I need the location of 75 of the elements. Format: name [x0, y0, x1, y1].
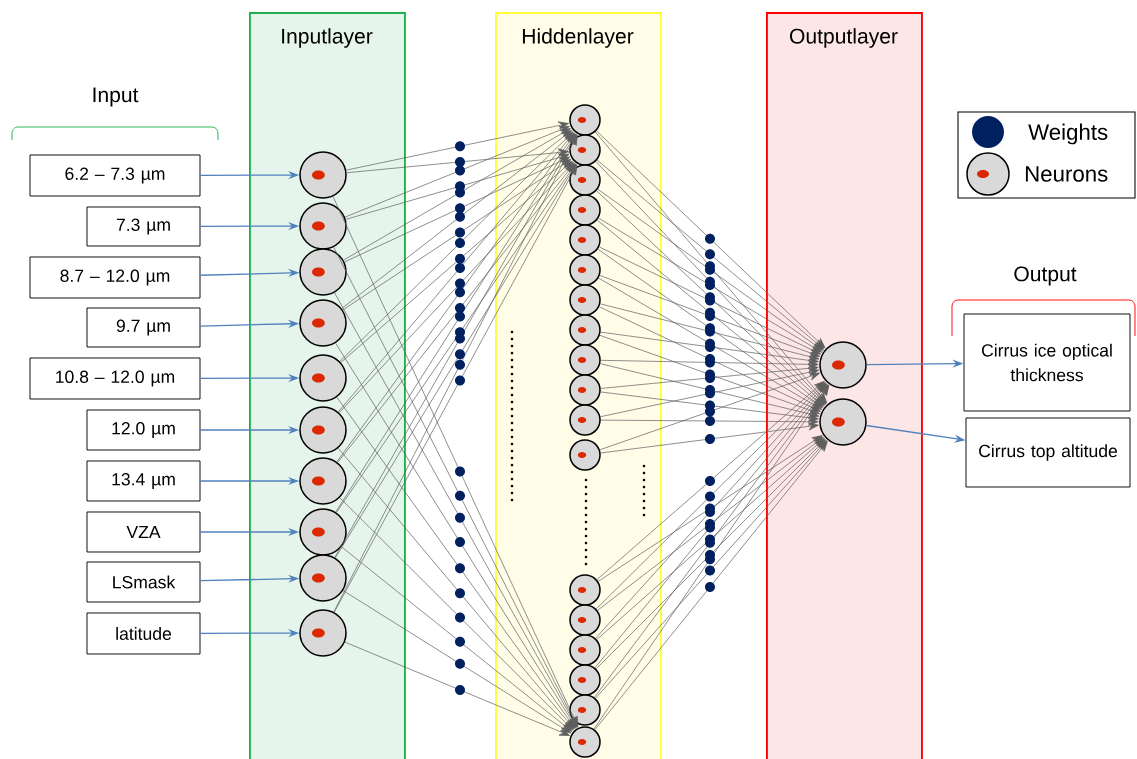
arrow	[346, 148, 569, 174]
neuron-circle	[569, 194, 601, 226]
arrow	[345, 153, 570, 220]
neuron-circle	[569, 634, 601, 666]
neuron-circle	[299, 299, 347, 347]
neuron-circle	[569, 374, 601, 406]
arrow	[599, 275, 821, 357]
neuron-circle	[569, 284, 601, 316]
input-box: 9.7 µm	[86, 307, 201, 348]
neuron-circle	[569, 344, 601, 376]
input-box: 8.7 – 12.0 µm	[29, 256, 201, 299]
arrow	[344, 125, 570, 218]
input-box: Cirrus ice optical thickness	[963, 313, 1131, 412]
arrow	[600, 364, 819, 389]
neuron-circle	[569, 574, 601, 606]
arrow	[600, 391, 819, 422]
input-box: LSmask	[86, 561, 201, 603]
arrow	[600, 359, 819, 369]
neuron-circle	[299, 457, 347, 505]
neuron-circle	[299, 248, 347, 296]
neuron-circle	[299, 508, 347, 556]
arrow	[341, 129, 573, 309]
arrow	[598, 246, 822, 355]
arrow	[600, 417, 819, 426]
arrow	[599, 372, 820, 451]
input-box: 13.4 µm	[86, 460, 201, 502]
neuron-circle	[569, 254, 601, 286]
arrow	[344, 156, 571, 263]
section-label: Input	[93, 87, 139, 107]
neuron-circle	[299, 354, 347, 402]
input-box: 6.2 – 7.3 µm	[29, 154, 201, 197]
input-box: 10.8 – 12.0 µm	[29, 357, 201, 400]
arrow	[598, 306, 821, 412]
arrow	[337, 447, 575, 730]
arrow	[599, 334, 821, 415]
neuron-circle	[569, 726, 601, 758]
arrow	[342, 590, 572, 734]
arrow	[345, 121, 569, 171]
neuron-circle	[569, 104, 601, 136]
input-box: VZA	[86, 511, 201, 553]
neuron-circle	[299, 202, 347, 250]
input-box: 12.0 µm	[86, 409, 201, 451]
arrow	[597, 248, 824, 409]
arrow	[597, 436, 824, 611]
neuron-circle	[299, 609, 347, 657]
layer-band: Outputlayer	[766, 12, 923, 759]
arrow	[598, 277, 822, 410]
legend-label: Weights	[1028, 123, 1108, 145]
arrow	[343, 128, 571, 261]
arrow	[598, 217, 823, 353]
neuron-circle	[819, 341, 867, 389]
arrow	[339, 497, 574, 731]
input-box: 7.3 µm	[86, 206, 201, 247]
arrow	[597, 435, 823, 582]
arrow	[341, 546, 573, 732]
neuron-circle	[819, 398, 867, 446]
neuron-circle	[569, 664, 601, 696]
neuron-circle	[569, 314, 601, 346]
legend-label: Neurons	[1025, 166, 1108, 182]
neuron-circle	[299, 406, 347, 454]
neuron-circle	[569, 604, 601, 636]
neuron-circle	[569, 404, 601, 436]
arrow	[597, 188, 824, 351]
arrow	[599, 303, 820, 361]
arrow	[600, 422, 819, 454]
neuron-circle	[569, 224, 601, 256]
arrow	[344, 641, 570, 736]
arrow	[342, 158, 572, 311]
input-box: latitude	[86, 612, 201, 655]
neuron-circle	[569, 439, 601, 471]
arrow	[600, 331, 819, 365]
section-label: Output	[1014, 266, 1077, 286]
neuron-circle	[299, 151, 347, 199]
input-box: Cirrus top altitude	[965, 417, 1131, 488]
neuron-circle	[299, 554, 347, 602]
